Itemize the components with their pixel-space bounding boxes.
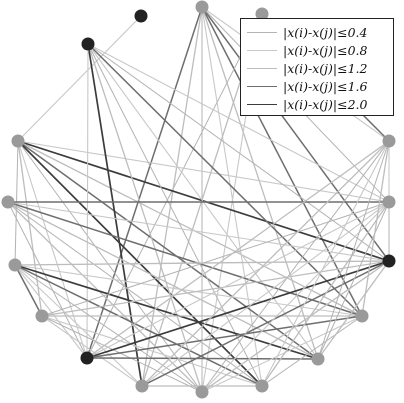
graph-edge (7, 201, 390, 262)
graph-edge (141, 140, 390, 387)
graph-edge (317, 201, 390, 360)
legend-swatch (247, 67, 277, 69)
node-layer (1, 0, 396, 399)
graph-node (80, 351, 94, 365)
legend-item: |x(i)-x(j)|≤0.8 (247, 41, 387, 59)
graph-edge (17, 140, 390, 262)
legend-label: |x(i)-x(j)|≤1.2 (283, 60, 368, 76)
graph-node (8, 258, 22, 272)
graph-edge (87, 43, 263, 387)
graph-edge (86, 201, 390, 359)
graph-edge (14, 264, 363, 317)
legend-swatch (247, 31, 277, 33)
graph-edge (7, 201, 88, 359)
graph-edge (141, 260, 390, 387)
graph-edge (87, 43, 390, 203)
graph-edge (141, 201, 390, 387)
graph-edge (201, 6, 319, 360)
graph-edge (261, 201, 390, 387)
graph-edge (86, 260, 390, 359)
graph-edge (14, 264, 43, 317)
graph-edge (201, 6, 363, 317)
graph-node (255, 379, 269, 393)
legend-item: |x(i)-x(j)|≤0.4 (247, 23, 387, 41)
graph-edge (7, 201, 263, 387)
legend-label: |x(i)-x(j)|≤1.6 (283, 78, 368, 94)
graph-edge (361, 140, 390, 317)
legend-item: |x(i)-x(j)|≤1.2 (247, 59, 387, 77)
legend-swatch (247, 49, 277, 51)
graph-edge (87, 43, 203, 393)
graph-node (195, 0, 209, 14)
graph-edge (201, 6, 263, 387)
graph-edge (41, 315, 203, 393)
graph-edge (201, 201, 390, 393)
legend: |x(i)-x(j)|≤0.4 |x(i)-x(j)|≤0.8 |x(i)-x(… (240, 18, 394, 116)
graph-edge (87, 43, 390, 262)
graph-edge (14, 264, 319, 360)
graph-node (382, 195, 396, 209)
graph-node (255, 7, 269, 21)
graph-edge (86, 43, 89, 359)
graph-edge (7, 201, 203, 393)
graph-edge (86, 315, 363, 359)
graph-edge (86, 357, 319, 360)
graph-edge (41, 260, 390, 317)
graph-node (382, 254, 396, 268)
graph-edge (14, 264, 88, 359)
graph-node (1, 195, 15, 209)
graph-edge (41, 315, 263, 387)
graph-edge (7, 201, 319, 360)
graph-node (81, 37, 95, 51)
graph-edge (261, 315, 363, 387)
graph-node (355, 309, 369, 323)
graph-edge (41, 315, 143, 387)
graph-node (382, 134, 396, 148)
legend-label: |x(i)-x(j)|≤0.8 (283, 42, 368, 58)
graph-edge (14, 264, 143, 387)
graph-edge (317, 260, 390, 360)
graph-edge (17, 140, 390, 203)
graph-edge (17, 140, 88, 359)
graph-edge (87, 43, 363, 317)
legend-item: |x(i)-x(j)|≤1.6 (247, 77, 387, 95)
legend-item: |x(i)-x(j)|≤2.0 (247, 95, 387, 113)
graph-edge (17, 15, 142, 142)
legend-swatch (247, 103, 277, 105)
graph-edge (7, 201, 363, 317)
graph-edge (17, 140, 363, 317)
graph-edge (87, 43, 143, 387)
graph-edge (17, 140, 203, 393)
graph-edge (201, 315, 363, 393)
graph-node (11, 134, 25, 148)
graph-edge (261, 140, 390, 387)
graph-edge (14, 264, 203, 393)
graph-edge (86, 140, 390, 359)
legend-swatch (247, 85, 277, 87)
graph-edge (41, 201, 390, 317)
graph-edge (201, 140, 390, 393)
graph-node (135, 379, 149, 393)
graph-edge (317, 140, 390, 360)
legend-label: |x(i)-x(j)|≤0.4 (283, 24, 368, 40)
graph-node (195, 385, 209, 399)
graph-node (35, 309, 49, 323)
graph-node (311, 352, 325, 366)
graph-edge (201, 260, 390, 393)
graph-edge (86, 13, 263, 359)
legend-label: |x(i)-x(j)|≤2.0 (283, 96, 368, 112)
graph-node (134, 9, 148, 23)
graph-edge (141, 6, 203, 387)
graph-edge (14, 264, 263, 387)
